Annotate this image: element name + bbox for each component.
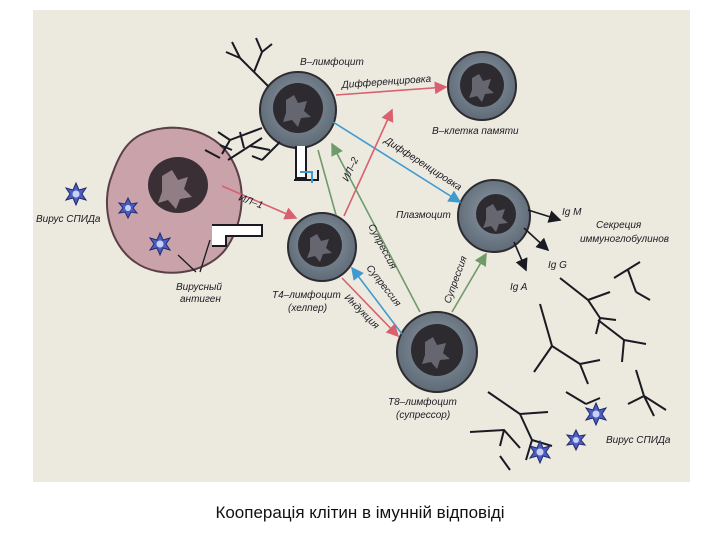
label-igg: Ig G [548,260,567,271]
virus-icon [565,428,587,452]
label-aids-virus-left: Вирус СПИДа [36,214,101,225]
virus-particles [64,181,608,465]
label-secretion-line2: иммуноглобулинов [580,233,669,245]
label-aids-virus-right: Вирус СПИДа [606,435,671,446]
label-b-lymphocyte: B–лимфоцит [300,56,364,68]
label-t4-line1: T4–лимфоцит [272,289,341,301]
label-iga: Ig A [510,282,528,293]
label-t4-line2: (хелпер) [288,303,327,314]
label-t8-line1: T8–лимфоцит [388,396,457,408]
virus-icon [584,401,608,427]
arrows [221,81,562,338]
label-memory-b-cell: B–клетка памяти [432,126,519,137]
label-viral-antigen-line2: антиген [180,294,221,305]
label-plasmocyte: Плазмоцит [396,210,451,221]
macrophage [105,126,271,274]
label-viral-antigen-line1: Вирусный [176,282,222,293]
virus-icon [117,196,139,220]
label-t8-line2: (супрессор) [396,410,450,421]
virus-icon [148,231,172,257]
virus-icon [528,439,552,465]
memory-b-cell [447,51,517,121]
t8-lymphocyte-cell [396,311,478,393]
label-secretion-line1: Секреция [596,220,642,231]
figure-caption: Кооперація клітин в імунній відповіді [215,503,505,522]
label-igm: Ig M [562,207,582,218]
virus-icon [64,181,88,207]
plasmocyte-cell [457,179,531,253]
viral-antigen-pointers [177,239,211,273]
antibody-trees [469,261,667,471]
b-lymphocyte-cell [217,37,337,183]
t4-lymphocyte-cell [287,212,357,282]
